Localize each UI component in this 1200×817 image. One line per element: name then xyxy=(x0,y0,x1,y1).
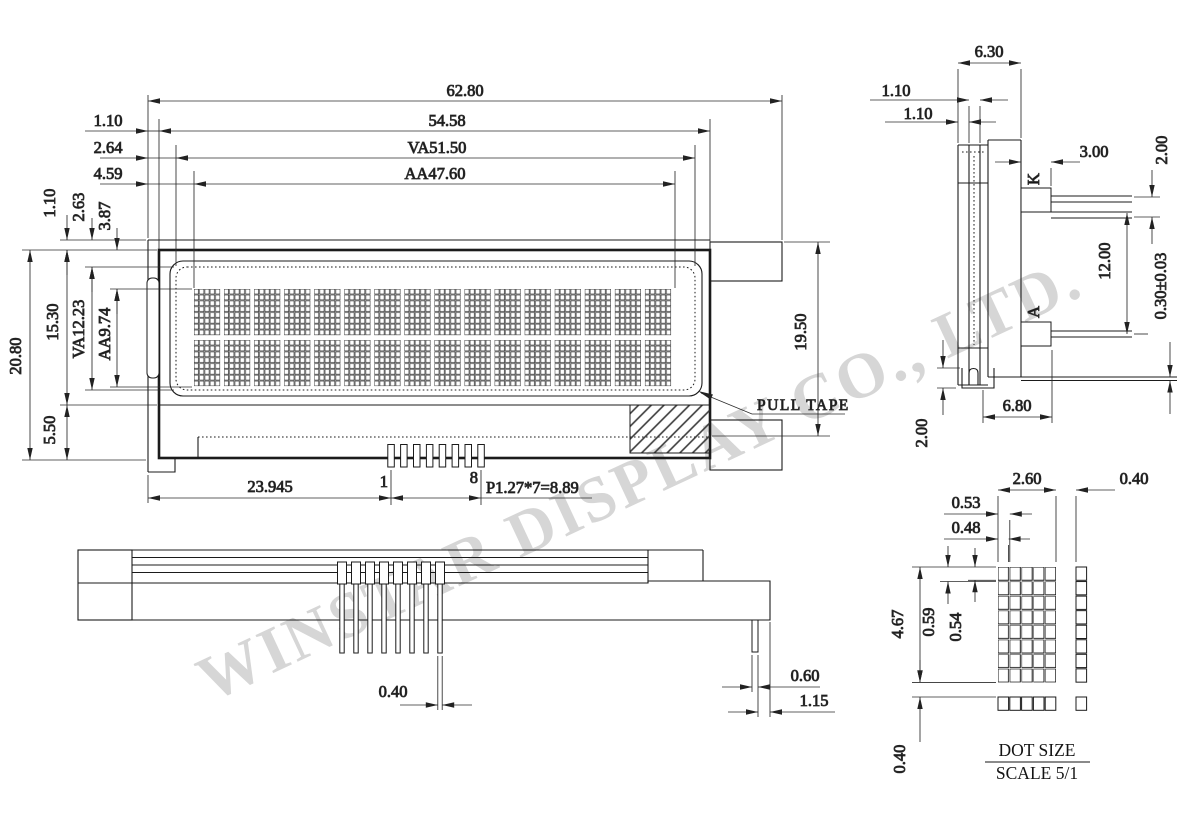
dim-bezel-width: 54.58 xyxy=(428,111,465,130)
dim-col-gap: 0.40 xyxy=(1120,469,1149,488)
dim-right-height: 19.50 xyxy=(791,313,810,350)
dim-va-offset-x: 2.64 xyxy=(94,138,123,157)
pin-head xyxy=(421,561,431,585)
viewing-area-border xyxy=(175,266,696,391)
dim-tape-thickness: 0.30±0.03 xyxy=(1151,253,1170,320)
bottom-outline xyxy=(77,549,771,654)
dim-row-gap: 0.40 xyxy=(890,745,909,774)
dim-aa-height: AA9.74 xyxy=(95,308,114,361)
dim-bezel-height: 15.30 xyxy=(43,303,62,340)
pull-tape-hatch xyxy=(629,404,711,454)
top-right-ear xyxy=(709,241,783,282)
glass-tab xyxy=(146,277,160,379)
pin-shaft xyxy=(367,583,373,654)
pin-pad xyxy=(477,444,485,468)
bottom-view: 0.40 0.60 1.15 xyxy=(77,549,835,717)
dim-pin-pitch: P1.27*7=8.89 xyxy=(486,478,579,497)
pin-head xyxy=(365,561,375,585)
pin-head xyxy=(379,561,389,585)
pin-shaft xyxy=(395,583,401,654)
dim-k-to-a: 12.00 xyxy=(1095,242,1114,279)
pin-pad xyxy=(438,444,447,468)
bottom-pins xyxy=(337,561,445,654)
clip-spring xyxy=(968,367,979,385)
dim-end-pin-offset: 1.15 xyxy=(800,691,829,710)
pin-shaft xyxy=(381,583,387,654)
dim-cell-width: 2.60 xyxy=(1013,469,1042,488)
front-outline xyxy=(146,239,783,473)
pin-pad xyxy=(464,444,472,468)
pin-shaft xyxy=(437,583,443,654)
end-block xyxy=(77,549,133,621)
dim-dot-pitch-x: 0.53 xyxy=(952,493,981,512)
side-dimensions: 6.30 1.10 1.10 3.00 2.00 K A 12.00 0.30±… xyxy=(870,42,1173,448)
dim-clip-height: 2.00 xyxy=(912,419,931,448)
dim-bottom-height: 5.50 xyxy=(40,416,59,445)
pin-shaft xyxy=(423,583,429,654)
dot-grid xyxy=(997,566,1088,711)
detail-scale-text: SCALE 5/1 xyxy=(996,763,1078,783)
k-label: K xyxy=(1024,173,1043,185)
dim-va-height: VA12.23 xyxy=(69,300,88,359)
dim-total-width: 62.80 xyxy=(446,81,483,100)
pin-pad xyxy=(387,444,395,468)
active-area-dots xyxy=(194,289,675,387)
dim-pin1-offset: 23.945 xyxy=(247,477,292,496)
end-pin xyxy=(751,619,759,653)
detail-title: DOT SIZE SCALE 5/1 xyxy=(985,740,1090,783)
pin-head xyxy=(435,561,445,585)
side-view: 6.30 1.10 1.10 3.00 2.00 K A 12.00 0.30±… xyxy=(870,42,1177,448)
dim-glass-upper: 1.10 xyxy=(882,81,911,100)
dim-pin-length: 3.00 xyxy=(1080,142,1109,161)
dim-aa-offset-y: 3.87 xyxy=(95,202,114,231)
pin-pad xyxy=(413,444,421,468)
side-outline xyxy=(957,139,1177,389)
dim-aa-offset-x: 4.59 xyxy=(94,164,123,183)
detail-dimensions: 2.60 0.40 0.53 0.48 4.67 0.59 0.54 0.40 xyxy=(888,469,1149,774)
dim-va-offset-y: 2.63 xyxy=(69,193,88,222)
dim-aa-width: AA47.60 xyxy=(405,164,466,183)
front-dimensions: 62.80 54.58 VA51.50 AA47.60 1.10 2.64 4.… xyxy=(6,81,850,505)
dim-dot-width: 0.48 xyxy=(952,518,981,537)
dim-total-height: 20.80 xyxy=(6,337,25,374)
pin-head xyxy=(407,561,417,585)
tape-clip xyxy=(961,368,995,389)
dim-glass-lower: 1.10 xyxy=(904,104,933,123)
pin-head xyxy=(351,561,361,585)
a-pin-base xyxy=(1020,321,1052,347)
dot-size-detail: 2.60 0.40 0.53 0.48 4.67 0.59 0.54 0.40 … xyxy=(888,469,1149,783)
k-pin-base xyxy=(1020,187,1052,213)
dim-pin-width: 0.40 xyxy=(379,682,408,701)
pull-tape-label: PULL TAPE xyxy=(757,397,850,414)
pin-pad xyxy=(400,444,408,468)
dim-cell-height: 4.67 xyxy=(888,610,907,639)
pin-head xyxy=(337,561,347,585)
pin-shaft xyxy=(353,583,359,654)
connector-pads xyxy=(387,444,485,468)
dim-bezel-offset-y: 1.10 xyxy=(40,189,59,218)
pin-pad xyxy=(425,444,434,468)
detail-title-text: DOT SIZE xyxy=(999,740,1076,760)
dim-dot-pitch-y: 0.59 xyxy=(919,608,938,637)
bottom-dimensions: 0.40 0.60 1.15 xyxy=(378,622,835,717)
display-window xyxy=(169,260,703,397)
pin-pad xyxy=(451,444,460,468)
dim-pin-gap: 2.00 xyxy=(1152,136,1171,165)
dim-bezel-offset-x: 1.10 xyxy=(94,111,123,130)
a-label: A xyxy=(1024,306,1043,318)
dim-thickness: 6.30 xyxy=(975,42,1004,61)
dim-bottom-width: 6.80 xyxy=(1003,396,1032,415)
dim-end-pin-width: 0.60 xyxy=(791,666,820,685)
pin-head xyxy=(393,561,403,585)
dim-va-width: VA51.50 xyxy=(408,138,467,157)
dim-dot-height: 0.54 xyxy=(946,613,965,642)
front-view: 62.80 54.58 VA51.50 AA47.60 1.10 2.64 4.… xyxy=(6,81,850,505)
pin-first-label: 1 xyxy=(380,472,388,491)
pin-last-label: 8 xyxy=(470,468,478,487)
pin-shaft xyxy=(339,583,345,654)
pin-shaft xyxy=(409,583,415,654)
